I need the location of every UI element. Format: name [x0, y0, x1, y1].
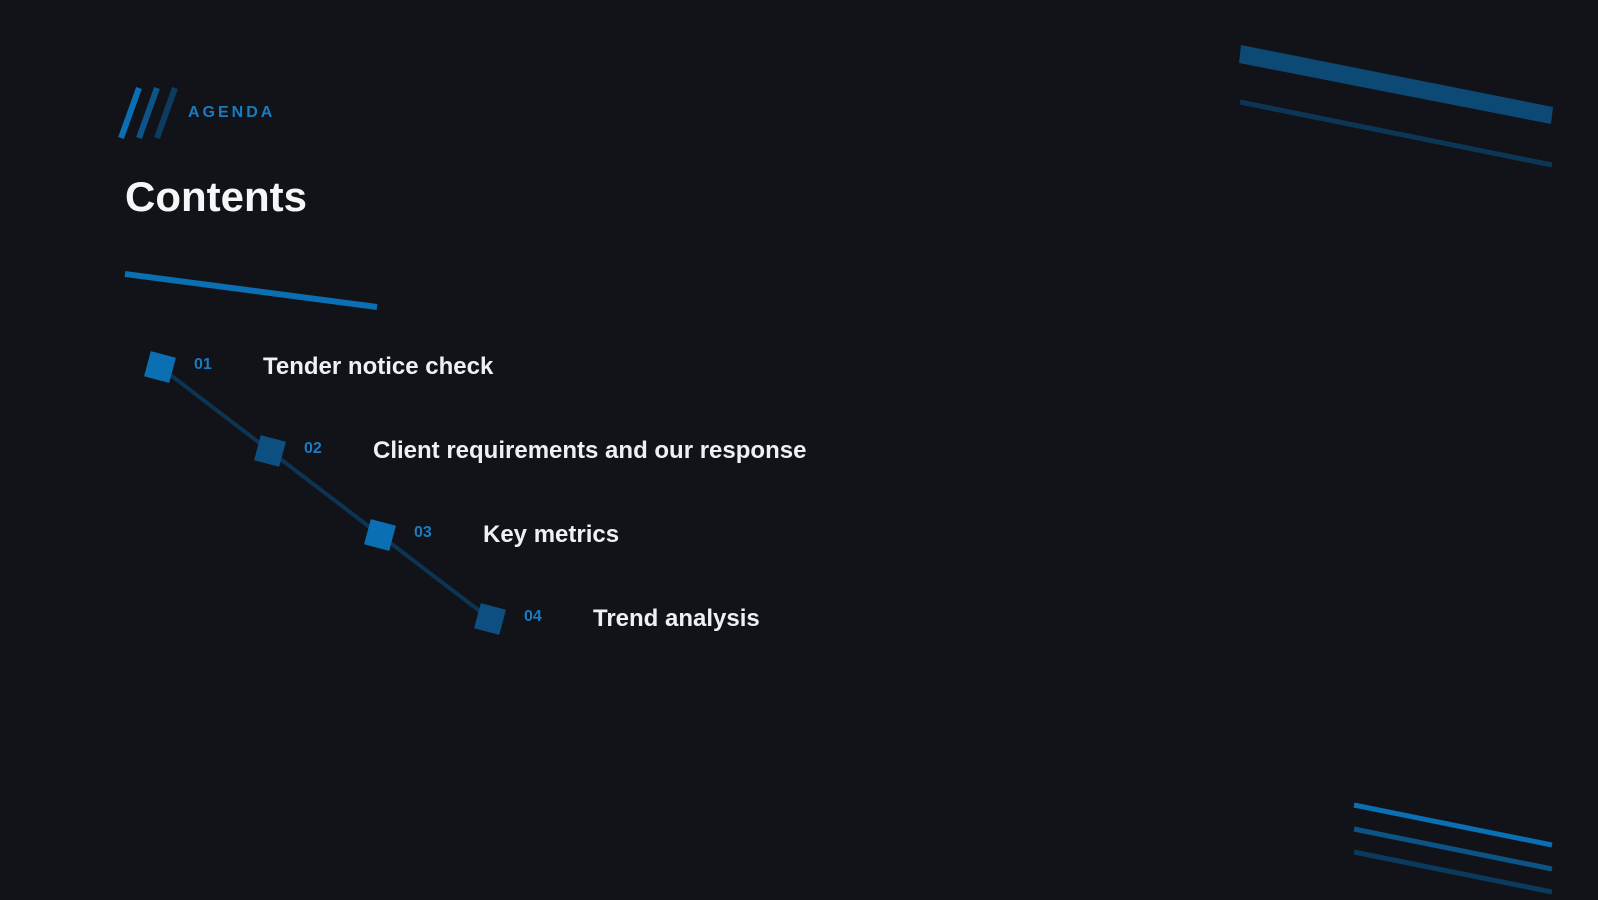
section-kicker: AGENDA	[188, 104, 276, 121]
agenda-marker-2	[254, 435, 286, 467]
top-right-stripes	[1239, 45, 1553, 168]
agenda-item-number: 02	[304, 440, 322, 457]
bottom-right-stripes	[1353, 802, 1553, 895]
agenda-item-label: Key metrics	[483, 521, 620, 548]
agenda-item-label: Client requirements and our response	[373, 437, 807, 464]
agenda-item-number: 04	[524, 608, 542, 625]
agenda-item-number: 01	[194, 356, 212, 373]
slash-mark-icon	[118, 86, 178, 140]
agenda-marker-4	[474, 603, 506, 635]
title-underline	[124, 271, 378, 310]
agenda-item-label: Tender notice check	[263, 353, 494, 380]
agenda-item-label: Trend analysis	[593, 605, 760, 632]
agenda-connector-line	[158, 365, 492, 621]
page-title: Contents	[125, 173, 307, 220]
agenda-marker-1	[144, 351, 176, 383]
agenda-item-number: 03	[414, 524, 432, 541]
agenda-marker-3	[364, 519, 396, 551]
